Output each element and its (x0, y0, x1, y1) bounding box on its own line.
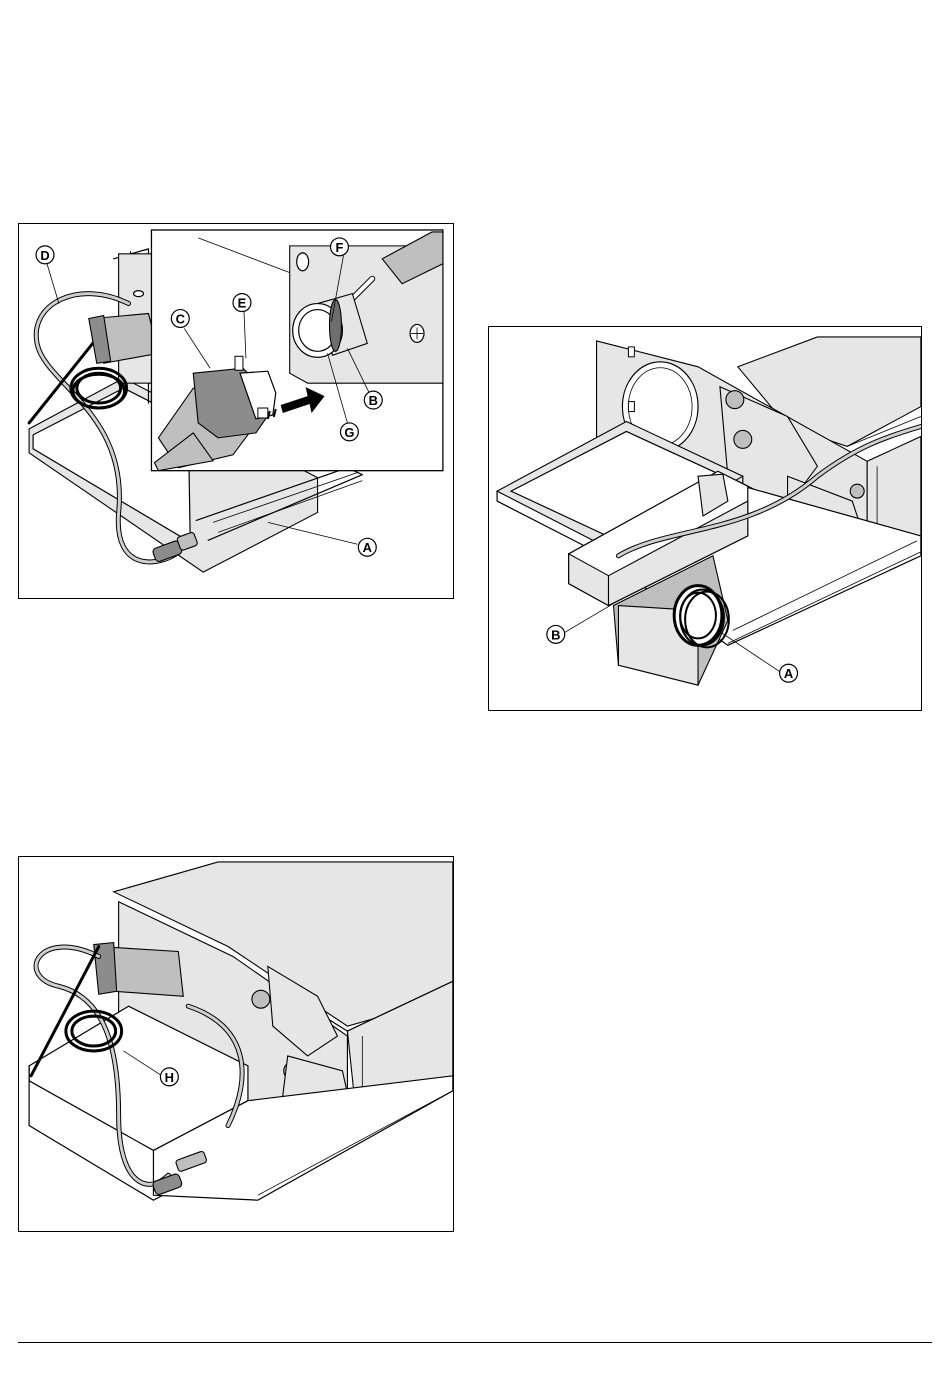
svg-text:B: B (551, 627, 560, 642)
callout-D: D (36, 246, 54, 264)
figure-3-illustration: H (19, 857, 453, 1231)
figure-2-coil-placement: B A (488, 326, 922, 711)
svg-text:C: C (176, 311, 185, 326)
callout-B: B (364, 391, 382, 409)
callout-A: A (358, 538, 376, 556)
figure-3-installed-probe: H (18, 856, 454, 1232)
callout-G: G (340, 423, 358, 441)
svg-text:A: A (363, 540, 372, 555)
callout-C: C (171, 310, 189, 328)
svg-text:H: H (165, 1070, 174, 1085)
callout-A: A (780, 664, 798, 682)
callout-E: E (233, 294, 251, 312)
figure-2-illustration: B A (489, 327, 921, 710)
svg-text:B: B (369, 393, 378, 408)
figure-1-probe-connection: D C E F B G A (18, 223, 454, 599)
callout-H: H (160, 1068, 178, 1086)
svg-text:D: D (40, 248, 49, 263)
svg-text:E: E (238, 296, 247, 311)
callout-B: B (547, 625, 565, 643)
svg-text:F: F (335, 240, 343, 255)
footer-rule (18, 1342, 932, 1343)
svg-text:A: A (784, 666, 793, 681)
svg-text:G: G (344, 425, 354, 440)
figure-1-illustration: D C E F B G A (19, 224, 453, 598)
callout-F: F (330, 238, 348, 256)
